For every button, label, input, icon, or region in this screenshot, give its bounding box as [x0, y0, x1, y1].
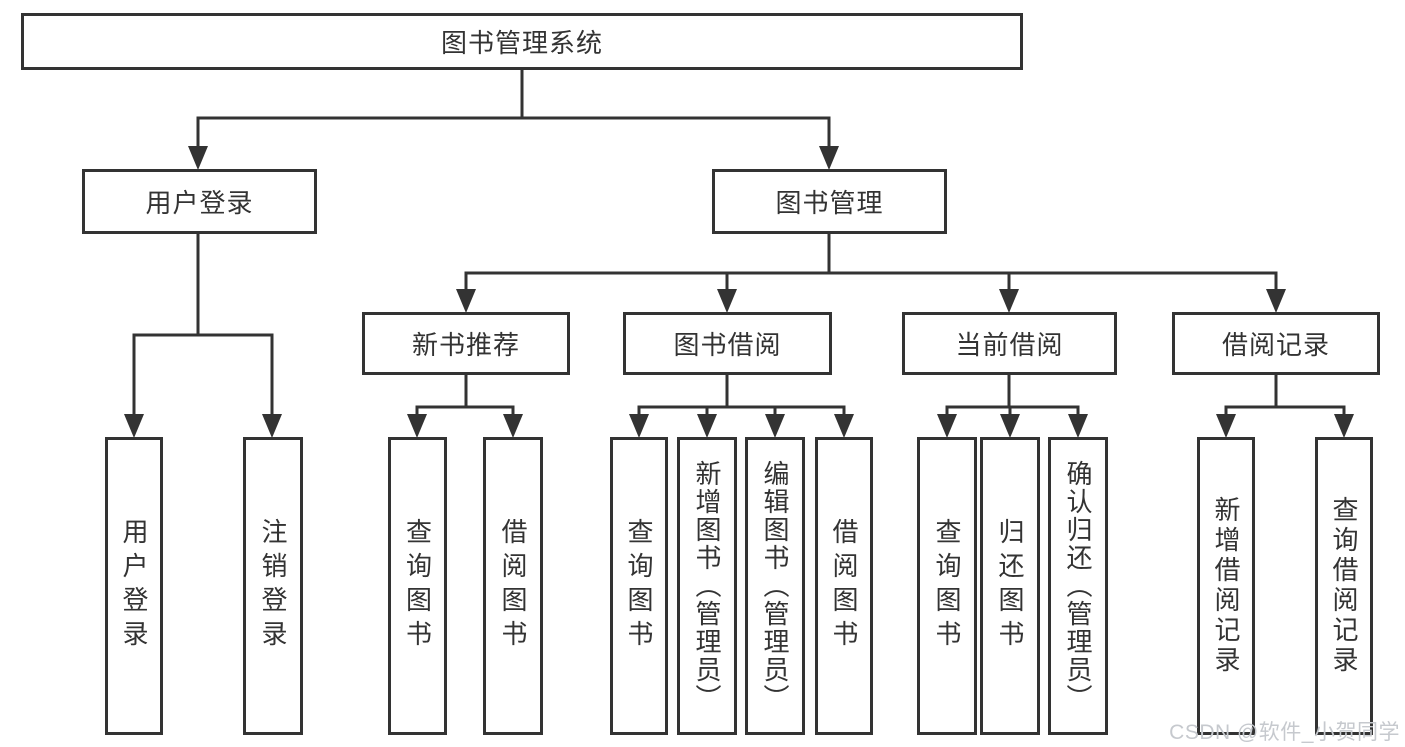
- leaf-current-query-book-label: 查询图书: [932, 518, 962, 654]
- leaf-confirm-return-admin: 确认归还（管理员）: [1048, 437, 1108, 735]
- leaf-rec-query-book: 查询图书: [388, 437, 447, 735]
- leaf-rec-query-book-label: 查询图书: [402, 518, 433, 654]
- node-book-borrow: 图书借阅: [623, 312, 832, 375]
- leaf-add-borrow-record-label: 新增借阅记录: [1211, 496, 1241, 676]
- leaf-borrow-query-book: 查询图书: [610, 437, 668, 735]
- node-book-management: 图书管理: [712, 169, 947, 234]
- node-new-book-recommend: 新书推荐: [362, 312, 570, 375]
- leaf-borrow-query-book-label: 查询图书: [624, 518, 654, 654]
- leaf-add-book-admin: 新增图书（管理员）: [677, 437, 737, 735]
- leaf-logout: 注销登录: [243, 437, 303, 735]
- leaf-rec-borrow-book-label: 借阅图书: [498, 518, 528, 654]
- leaf-rec-borrow-book: 借阅图书: [483, 437, 543, 735]
- leaf-confirm-return-admin-label: 确认归还（管理员）: [1063, 460, 1093, 712]
- node-current-borrow: 当前借阅: [902, 312, 1117, 375]
- node-user-login: 用户登录: [82, 169, 317, 234]
- leaf-query-borrow-record: 查询借阅记录: [1315, 437, 1373, 735]
- leaf-return-book-label: 归还图书: [995, 518, 1025, 654]
- leaf-user-login: 用户登录: [105, 437, 163, 735]
- node-borrow-record: 借阅记录: [1172, 312, 1380, 375]
- leaf-borrow-borrow-book: 借阅图书: [815, 437, 873, 735]
- leaf-borrow-borrow-book-label: 借阅图书: [829, 518, 859, 654]
- csdn-watermark: CSDN @软件_小贺同学: [1169, 721, 1400, 744]
- leaf-add-book-admin-label: 新增图书（管理员）: [692, 460, 722, 712]
- node-root: 图书管理系统: [21, 13, 1023, 70]
- leaf-query-borrow-record-label: 查询借阅记录: [1329, 496, 1359, 676]
- leaf-user-login-label: 用户登录: [119, 518, 149, 654]
- leaf-current-query-book: 查询图书: [917, 437, 977, 735]
- leaf-return-book: 归还图书: [980, 437, 1040, 735]
- leaf-edit-book-admin: 编辑图书（管理员）: [745, 437, 805, 735]
- leaf-logout-label: 注销登录: [258, 518, 288, 654]
- leaf-edit-book-admin-label: 编辑图书（管理员）: [760, 460, 790, 712]
- leaf-add-borrow-record: 新增借阅记录: [1197, 437, 1255, 735]
